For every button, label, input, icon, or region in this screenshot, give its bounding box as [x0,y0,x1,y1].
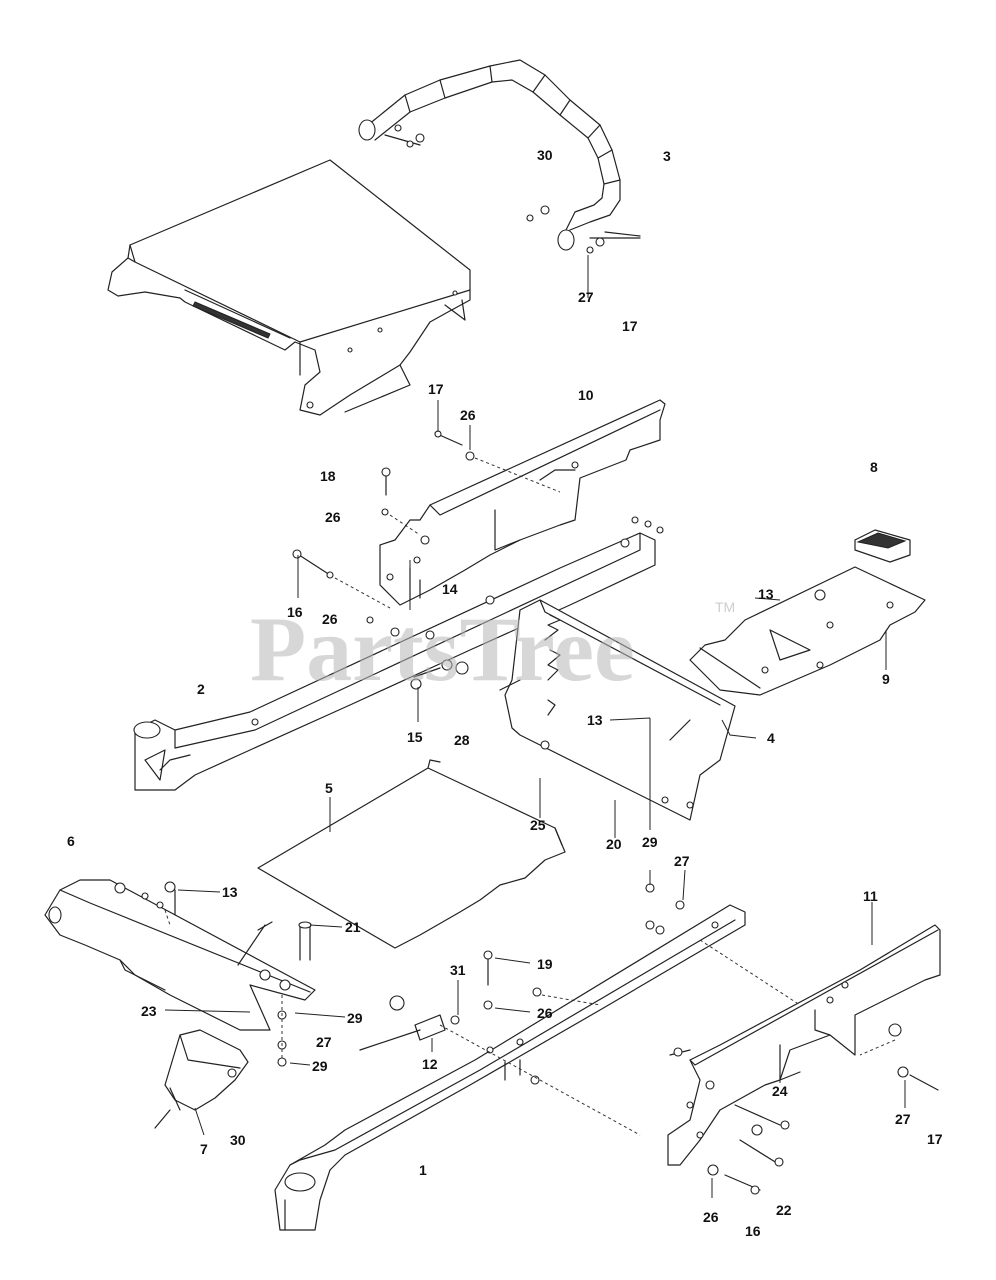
callout-19: 19 [537,956,553,972]
footrest-bracket-drawing [44,879,316,1031]
callout-24: 24 [772,1083,788,1099]
callout-3: 3 [663,148,671,164]
callout-1: 1 [419,1162,427,1178]
callout-26: 26 [703,1209,719,1225]
callout-30: 30 [537,147,553,163]
callout-21: 21 [345,919,361,935]
callout-16: 16 [287,604,303,620]
floor-pan-drawing [257,759,566,949]
callout-27: 27 [316,1034,332,1050]
callout-9: 9 [882,671,890,687]
callout-17: 17 [622,318,638,334]
callout-13: 13 [758,586,774,602]
callout-labels: 30 3 27 17 10 17 26 18 8 26 14 16 26 13 … [67,147,943,1239]
callout-27: 27 [674,853,690,869]
callout-31: 31 [450,962,466,978]
right-hardware-drawing [707,1023,939,1195]
callout-20: 20 [606,836,622,852]
callout-18: 18 [320,468,336,484]
callout-15: 15 [407,729,423,745]
right-bracket-drawing [667,924,941,1166]
seat-plate-drawing [107,159,471,416]
callout-16: 16 [745,1223,761,1239]
callout-8: 8 [870,459,878,475]
callout-2: 2 [197,681,205,697]
callout-12: 12 [422,1056,438,1072]
callout-29: 29 [312,1058,328,1074]
callout-17: 17 [927,1131,943,1147]
watermark-trademark: TM [715,599,735,615]
callout-17: 17 [428,381,444,397]
callout-13: 13 [222,884,238,900]
bracket-hardware-drawing [292,430,561,690]
callout-28: 28 [454,732,470,748]
callout-23: 23 [141,1003,157,1019]
callout-25: 25 [530,817,546,833]
rail-hardware-drawing [359,939,801,1136]
grab-bar-drawing [358,59,641,254]
callout-10: 10 [578,387,594,403]
callout-29: 29 [642,834,658,850]
left-frame-rail-drawing [133,516,664,791]
callout-5: 5 [325,780,333,796]
callout-6: 6 [67,833,75,849]
leader-lines [164,255,906,1198]
callout-26: 26 [325,509,341,525]
lower-bracket-drawing [154,1029,249,1129]
callout-26: 26 [322,611,338,627]
callout-13: 13 [587,712,603,728]
footrest-hardware-drawing [164,881,312,1067]
callout-22: 22 [776,1202,792,1218]
callout-27: 27 [895,1111,911,1127]
callout-26: 26 [460,407,476,423]
callout-7: 7 [200,1141,208,1157]
control-panel-drawing [499,599,736,821]
watermark-text: PartsTree [250,598,635,700]
callout-4: 4 [767,730,775,746]
callout-29: 29 [347,1010,363,1026]
callout-27: 27 [578,289,594,305]
seat-bracket-drawing [379,399,666,606]
callout-11: 11 [863,888,878,904]
right-frame-rail-drawing [274,883,746,1231]
callout-30: 30 [230,1132,246,1148]
callout-26: 26 [537,1005,553,1021]
control-plate-drawing [689,529,926,696]
callout-14: 14 [442,581,458,597]
